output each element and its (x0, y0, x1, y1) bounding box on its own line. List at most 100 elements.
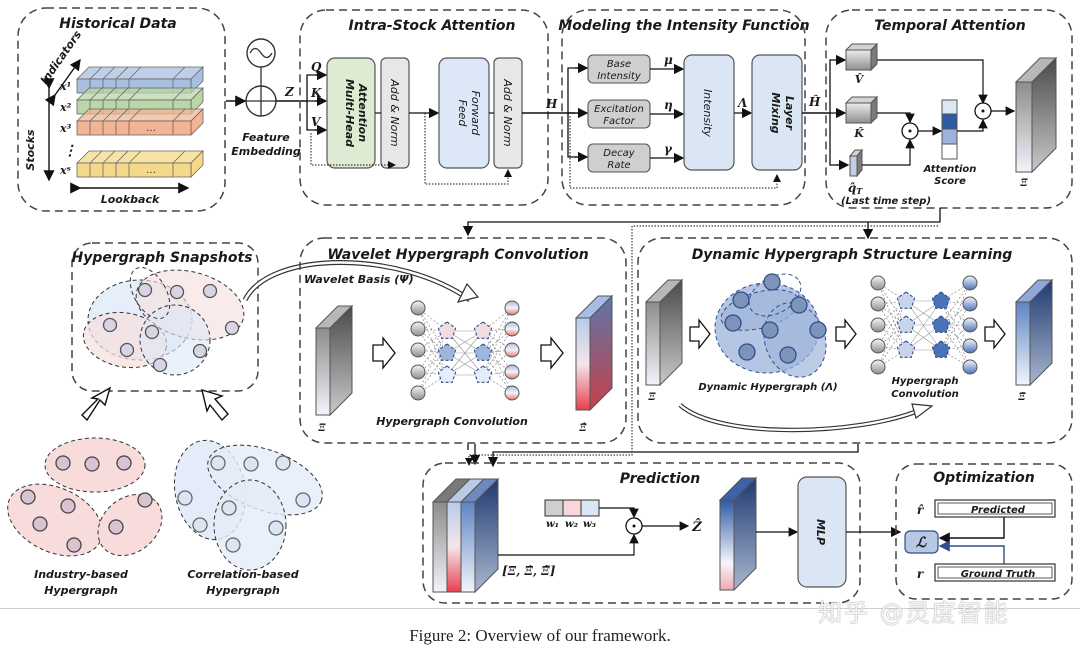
stock-slab-front (76, 162, 192, 178)
weight-vector (544, 499, 600, 517)
intensity-function-panel: Modeling the Intensity Function BaseInte… (558, 9, 830, 206)
concat-tensors (431, 477, 500, 594)
hyperedge-pentagon (896, 340, 916, 358)
hypergraph-node (144, 324, 160, 340)
hollow-arrow-right-5 (984, 318, 1006, 350)
optimization-panel: Optimization r̂ Predicted ℒ r Ground Tru… (895, 463, 1073, 600)
temporal-attention-title: Temporal Attention (874, 18, 1026, 34)
last-time-step-label: (Last time step) (841, 196, 931, 207)
row-ellipsis: ⋮ (63, 143, 77, 159)
h-hat-label: Ĥ (808, 94, 821, 109)
industry-hypergraph: Industry-based Hypergraph (7, 437, 163, 597)
predicted-label: Predicted (971, 505, 1026, 516)
optimization-title: Optimization (933, 470, 1035, 486)
z-label: Z (284, 85, 295, 99)
k-hat-label: K̂ (853, 127, 864, 140)
skip-curve-arrow (678, 403, 921, 433)
q-label: Q (311, 60, 322, 74)
intensity-function-title: Modeling the Intensity Function (558, 18, 809, 34)
input-node (410, 364, 426, 380)
mha-line2: Attention (356, 83, 369, 142)
stock-row-label: xˢ (59, 164, 71, 177)
k-cube (844, 95, 879, 125)
concat-label: [Ξ, Ξ̂, Ξ̃] (502, 564, 556, 578)
output-node (504, 385, 520, 401)
hyperedge-pentagon (931, 340, 951, 358)
correlation-node (210, 455, 226, 471)
correlation-hypergraph: Correlation-based Hypergraph (173, 439, 323, 597)
wavelet-basis-label: Wavelet Basis (Ψ) (304, 273, 414, 286)
output-node (962, 317, 978, 333)
xi-tensor-temporal (1014, 56, 1058, 174)
stock-slab-front (76, 120, 192, 136)
xi-tilde-label: Ξ̃ (1017, 392, 1026, 403)
ground-truth-box (934, 563, 1056, 582)
hyperedge-pentagon (437, 343, 457, 361)
indicators-label: Indicators (38, 28, 85, 87)
hyperedge-pentagon (437, 321, 457, 339)
output-node (504, 321, 520, 337)
loss-label: ℒ (916, 535, 927, 551)
industry-node (32, 516, 48, 532)
hypergraph-node (119, 342, 135, 358)
dynamic-node (779, 346, 797, 364)
add-norm-label-1: Add & Norm (388, 78, 401, 146)
hyperedge-pentagon (473, 343, 493, 361)
stocks-label: Stocks (24, 129, 37, 171)
input-node (870, 338, 886, 354)
stock-row-label: x³ (59, 122, 72, 135)
prediction-panel: Prediction [Ξ, Ξ̂, Ξ̃] w₁ w₂ w₃ Ẑ (422, 462, 902, 604)
dynamic-node (763, 273, 781, 291)
feature-embedding: Z Feature Embedding (226, 38, 307, 158)
hyperedge-pentagon (931, 315, 951, 333)
w3-label: w₃ (583, 519, 597, 530)
attention-score-bar (941, 99, 958, 160)
industry-node (66, 537, 82, 553)
input-node (870, 275, 886, 291)
xi-tilde-tensor (1014, 278, 1054, 387)
w2-label: w₂ (565, 519, 579, 530)
hyperedge-pentagon (931, 291, 951, 309)
predicted-box (934, 499, 1056, 518)
hyperedge-pentagon (437, 365, 457, 383)
correlation-label-line1: Correlation-based (187, 568, 298, 581)
v-label: V (311, 115, 322, 129)
dynamic-node (724, 314, 742, 332)
hollow-arrow-right-2 (540, 336, 564, 370)
dynamic-node (738, 343, 756, 361)
wavelet-title: Wavelet Hypergraph Convolution (327, 247, 588, 263)
r-hat-label: r̂ (917, 503, 925, 517)
input-node (410, 342, 426, 358)
industry-node (137, 492, 153, 508)
mha-line1: Multi-Head (343, 79, 356, 147)
dynamic-node (761, 321, 779, 339)
correlation-node (192, 517, 208, 533)
param-line2: Factor (603, 116, 635, 127)
correlation-node (177, 490, 193, 506)
industry-node (60, 498, 76, 514)
lambda-label: Λ (737, 96, 747, 110)
dynamic-conv-line2: Convolution (891, 389, 958, 400)
prediction-title: Prediction (620, 471, 700, 487)
hollow-arrow-right-4 (835, 318, 857, 350)
historical-data-panel: Historical Data …x¹…x²…x³⋮…xˢ Indicators… (17, 7, 226, 212)
temporal-attention-panel: Temporal Attention V̂ K̂ q̂T (Last time … (825, 9, 1073, 209)
output-node (504, 300, 520, 316)
xi-label-dynamic-in: Ξ (647, 392, 656, 403)
industry-label-line1: Industry-based (34, 568, 128, 581)
wavelet-conv-label: Hypergraph Convolution (376, 415, 528, 428)
hypergraph-node (202, 283, 218, 299)
mixing-line2: Layer (783, 96, 796, 131)
v-cube (844, 42, 879, 72)
loss-block (904, 530, 939, 554)
correlation-node (225, 537, 241, 553)
param-line2: Intensity (597, 71, 642, 82)
intra-stock-title: Intra-Stock Attention (349, 18, 516, 34)
hypergraph-node (102, 317, 118, 333)
industry-label-line2: Hypergraph (44, 584, 118, 597)
output-node (504, 364, 520, 380)
industry-node (116, 455, 132, 471)
input-node (870, 296, 886, 312)
param-line1: Decay (603, 148, 635, 159)
